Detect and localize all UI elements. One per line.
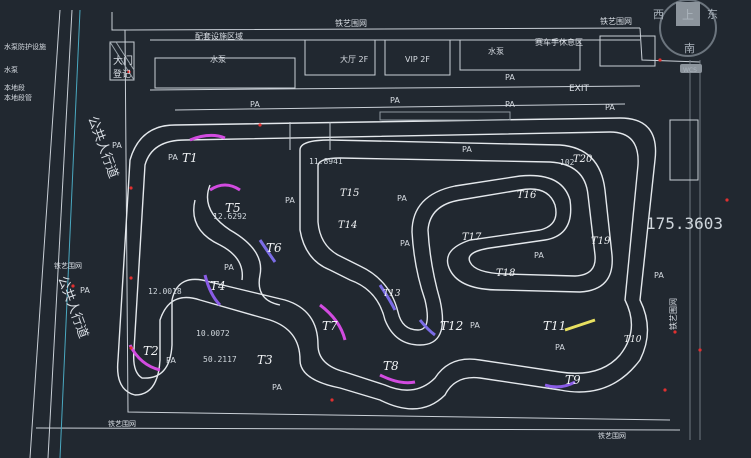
left-labels: 水泵防护设施 水泵 本地段 本地段管 铁艺围网 xyxy=(4,42,82,270)
turn-label: T7 xyxy=(322,319,338,333)
water-label-2: 水泵 xyxy=(488,46,504,56)
turn-label: T2 xyxy=(143,344,159,358)
left-label: 本地段管 xyxy=(4,93,32,102)
dim-label: 10.0072 xyxy=(196,329,230,338)
pa-label: PA xyxy=(80,286,90,295)
track-outer-edge xyxy=(116,117,657,410)
viewcube-wcs-label: WCS xyxy=(683,67,697,74)
dim-label: 50.2117 xyxy=(203,355,237,364)
pa-label: PA xyxy=(390,96,400,105)
left-label: 水泵防护设施 xyxy=(4,42,46,51)
dim-label: 12.0018 xyxy=(148,287,182,296)
viewcube-west-label: 西 xyxy=(653,8,664,21)
parking-labels: PA PA PA PA PA PA PA PA PA PA PA PA PA P… xyxy=(80,73,664,392)
pa-label: PA xyxy=(462,145,472,154)
pa-label: PA xyxy=(505,73,515,82)
top-mid-label: 配套设施区域 xyxy=(195,31,243,41)
turn-label: T13 xyxy=(383,289,401,299)
turn-label: T4 xyxy=(210,279,226,293)
viewcube-top-label: 上 xyxy=(682,8,694,22)
turn-label: T15 xyxy=(340,188,359,199)
pa-label: PA xyxy=(397,194,407,203)
viewcube-east-label: 东 xyxy=(707,8,718,21)
pa-label: PA xyxy=(534,251,544,260)
race-track xyxy=(116,117,657,410)
left-fence-label: 铁艺围网 xyxy=(54,261,82,270)
building-labels: 大门 登记 大厅 2F VIP 2F 水泵 水泵 配套设施区域 赛车手休息区 铁… xyxy=(113,16,632,80)
pit-lane xyxy=(174,103,626,150)
coordinate-readout: 175.3603 xyxy=(646,214,723,233)
pa-label: PA xyxy=(285,196,295,205)
bottom-label: 铁艺围网 xyxy=(108,419,136,428)
pa-label: PA xyxy=(272,383,282,392)
turn-label: T17 xyxy=(462,232,482,243)
pa-label: PA xyxy=(112,141,122,150)
pa-label: PA xyxy=(166,356,176,365)
top-label: 铁艺围网 xyxy=(335,18,367,28)
turn-label: T20 xyxy=(573,154,593,165)
turn-label: T12 xyxy=(440,319,463,333)
turn-label: T16 xyxy=(517,190,537,201)
viewcube[interactable]: 上 西 东 南 WCS xyxy=(653,0,718,74)
turn-label: T18 xyxy=(496,268,515,279)
gate-sub-label: 登记 xyxy=(113,69,131,80)
dim-label: 12.6292 xyxy=(213,212,247,221)
turn-label: T1 xyxy=(182,151,198,165)
track-inner-edge xyxy=(132,131,639,391)
water-label: 水泵 xyxy=(210,54,226,64)
pa-label: PA xyxy=(470,321,480,330)
pa-label: PA xyxy=(505,100,515,109)
red-markers xyxy=(71,58,729,402)
infield-s-curve-2 xyxy=(193,199,244,281)
kerbs xyxy=(128,133,596,389)
buildings xyxy=(109,35,699,181)
viewcube-south-label: 南 xyxy=(684,42,695,55)
turn-label: T14 xyxy=(338,220,357,231)
turn-label: T9 xyxy=(565,373,581,387)
pa-label: PA xyxy=(250,100,260,109)
hall-label: 大厅 2F xyxy=(340,54,369,64)
dimensions: 11.8941 12.6292 12.0018 10.0072 50.2117 … xyxy=(148,157,723,364)
pa-label: PA xyxy=(605,103,615,112)
exit-label: EXIT xyxy=(569,84,590,94)
pa-label: PA xyxy=(400,239,410,248)
turn-label: T10 xyxy=(624,335,642,345)
turn-label: T8 xyxy=(383,359,399,373)
turn-label: T19 xyxy=(591,236,611,247)
infield-loop-outer xyxy=(299,139,613,346)
turn-label: T11 xyxy=(543,319,566,333)
left-label: 本地段 xyxy=(4,83,25,92)
infield-loop-inner xyxy=(317,157,596,331)
turn-label: T5 xyxy=(225,201,241,215)
turn-labels: T1 T2 T3 T4 T5 T6 T7 T8 T9 T10 T11 T12 T… xyxy=(143,151,642,387)
vip-label: VIP 2F xyxy=(405,55,430,64)
turn-label: T3 xyxy=(257,353,273,367)
turn-label: T6 xyxy=(266,241,282,255)
pa-label: PA xyxy=(555,343,565,352)
top-right-zone: 赛车手休息区 xyxy=(535,37,583,47)
gate-label: 大门 xyxy=(113,54,133,67)
left-label: 水泵 xyxy=(4,65,18,74)
vertical-label-right: 铁艺围网 xyxy=(668,298,678,330)
infield-s-curve xyxy=(206,184,281,306)
dim-label: 102 xyxy=(560,158,575,167)
pa-label: PA xyxy=(168,153,178,162)
dim-label: 11.8941 xyxy=(309,157,343,166)
top-right-label: 铁艺围网 xyxy=(600,16,632,26)
pa-label: PA xyxy=(224,263,234,272)
pa-label: PA xyxy=(654,271,664,280)
bottom-label: 铁艺围网 xyxy=(598,431,626,440)
